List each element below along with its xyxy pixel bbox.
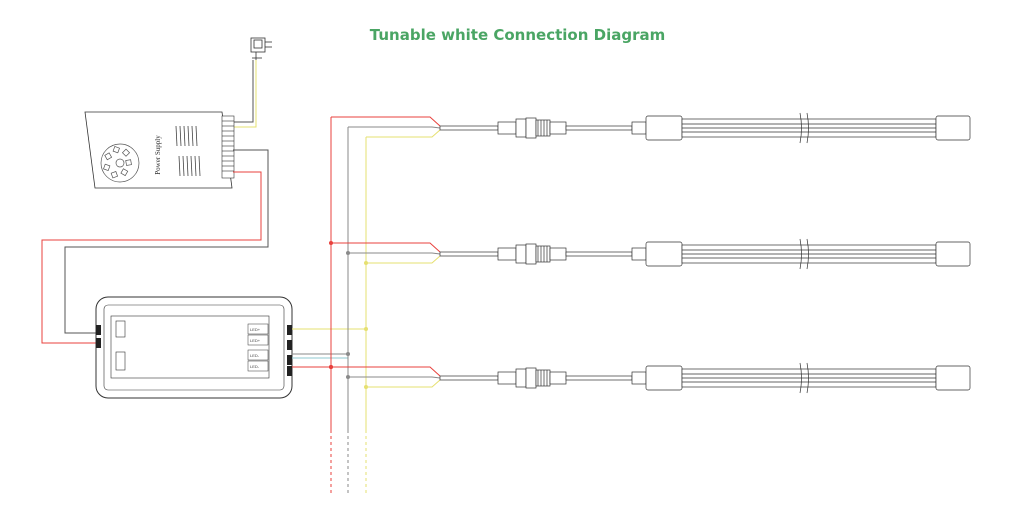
port-label-1: LED+ [250,327,261,332]
led-strip-2 [331,238,971,270]
port-label-4: LED- [250,364,260,369]
ac-plug [250,37,272,60]
vent-slots [175,125,201,177]
junction-dots [329,241,368,389]
ac-cable-yellow [233,60,257,128]
led-strip-3 [331,362,971,394]
terminal-block [221,115,235,179]
diagram-title: Tunable white Connection Diagram [369,26,666,44]
port-label-3: LED- [250,353,260,358]
bus-wires [330,117,367,495]
controller: LED+ LED+ LED- LED- [95,296,293,399]
led-strip-1 [331,112,971,144]
output-terminal [247,323,269,372]
fan-icon [100,143,140,183]
dc-negative-wire [64,149,269,334]
power-supply: Power Supply [84,111,235,189]
dc-positive-wire [41,171,262,344]
port-label-2: LED+ [250,338,261,343]
ac-cable-dark [233,60,254,123]
power-supply-label: Power Supply [154,135,162,175]
